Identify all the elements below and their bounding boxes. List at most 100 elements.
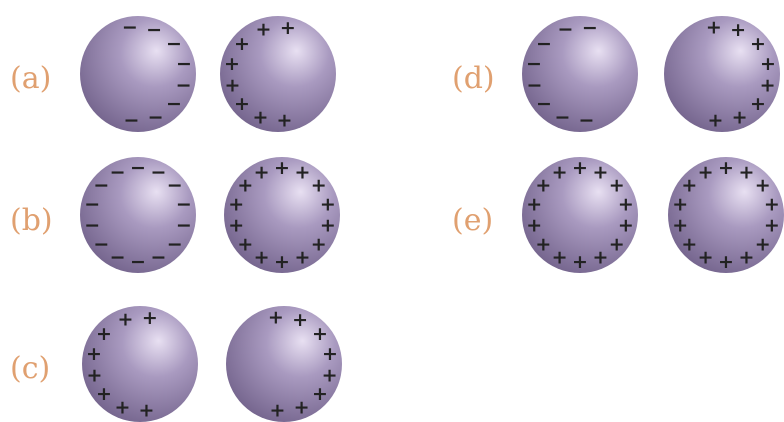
plus-charge-icon: + <box>718 157 734 179</box>
minus-charge-icon: − <box>558 18 574 40</box>
minus-charge-icon: − <box>166 93 182 115</box>
plus-charge-icon: + <box>552 162 568 184</box>
minus-charge-icon: − <box>526 53 542 75</box>
plus-charge-icon: + <box>572 251 588 273</box>
plus-charge-icon: + <box>681 175 697 197</box>
plus-charge-icon: + <box>718 251 734 273</box>
minus-charge-icon: − <box>579 110 595 132</box>
plus-charge-icon: + <box>294 397 310 419</box>
row-label: (e) <box>452 203 493 238</box>
plus-charge-icon: + <box>96 323 112 345</box>
plus-charge-icon: + <box>730 19 746 41</box>
row-d: (d)−−−−−−−−++++++++ <box>452 16 780 132</box>
minus-charge-icon: − <box>536 93 552 115</box>
plus-charge-icon: + <box>738 246 754 268</box>
minus-charge-icon: − <box>84 215 100 237</box>
row-label: (d) <box>452 61 495 96</box>
plus-charge-icon: + <box>237 175 253 197</box>
plus-charge-icon: + <box>750 93 766 115</box>
plus-charge-icon: + <box>254 162 270 184</box>
plus-charge-icon: + <box>760 53 776 75</box>
plus-charge-icon: + <box>292 309 308 331</box>
plus-charge-icon: + <box>732 107 748 129</box>
plus-charge-icon: + <box>681 233 697 255</box>
minus-charge-icon: − <box>150 162 166 184</box>
plus-charge-icon: + <box>280 17 296 39</box>
minus-charge-icon: − <box>110 246 126 268</box>
row-label: (a) <box>10 61 51 96</box>
minus-charge-icon: − <box>176 53 192 75</box>
plus-charge-icon: + <box>139 400 155 422</box>
sphere: −−−−−−−−−−−−−− <box>80 157 196 273</box>
plus-charge-icon: + <box>311 233 327 255</box>
plus-charge-icon: + <box>312 323 328 345</box>
minus-charge-icon: − <box>124 110 140 132</box>
row-a: (a)−−−−−−−−++++++++ <box>10 16 336 132</box>
plus-charge-icon: + <box>118 308 134 330</box>
plus-charge-icon: + <box>535 233 551 255</box>
plus-charge-icon: + <box>234 93 250 115</box>
minus-charge-icon: − <box>150 246 166 268</box>
plus-charge-icon: + <box>237 233 253 255</box>
row-label: (c) <box>10 351 50 386</box>
sphere: ++++++++++++++ <box>224 157 340 273</box>
plus-charge-icon: + <box>277 110 293 132</box>
plus-charge-icon: + <box>142 307 158 329</box>
plus-charge-icon: + <box>618 194 634 216</box>
plus-charge-icon: + <box>86 343 102 365</box>
plus-charge-icon: + <box>592 162 608 184</box>
plus-charge-icon: + <box>672 215 688 237</box>
plus-charge-icon: + <box>609 233 625 255</box>
plus-charge-icon: + <box>706 17 722 39</box>
minus-charge-icon: − <box>176 194 192 216</box>
plus-charge-icon: + <box>294 162 310 184</box>
sphere: ++++++++++++++ <box>522 157 638 273</box>
plus-charge-icon: + <box>592 246 608 268</box>
minus-charge-icon: − <box>93 175 109 197</box>
plus-charge-icon: + <box>224 53 240 75</box>
minus-charge-icon: − <box>130 157 146 179</box>
minus-charge-icon: − <box>130 251 146 273</box>
plus-charge-icon: + <box>252 107 268 129</box>
minus-charge-icon: − <box>582 17 598 39</box>
row-c: (c)++++++++++++++++ <box>10 306 342 422</box>
plus-charge-icon: + <box>698 246 714 268</box>
plus-charge-icon: + <box>234 33 250 55</box>
plus-charge-icon: + <box>312 383 328 405</box>
sphere: ++++++++ <box>226 306 342 422</box>
minus-charge-icon: − <box>167 233 183 255</box>
minus-charge-icon: − <box>110 162 126 184</box>
plus-charge-icon: + <box>755 233 771 255</box>
sphere: −−−−−−−− <box>522 16 638 132</box>
minus-charge-icon: − <box>93 233 109 255</box>
plus-charge-icon: + <box>270 400 286 422</box>
minus-charge-icon: − <box>166 33 182 55</box>
minus-charge-icon: − <box>554 107 570 129</box>
plus-charge-icon: + <box>294 246 310 268</box>
plus-charge-icon: + <box>268 307 284 329</box>
sphere: ++++++++ <box>82 306 198 422</box>
plus-charge-icon: + <box>535 175 551 197</box>
plus-charge-icon: + <box>114 397 130 419</box>
plus-charge-icon: + <box>274 157 290 179</box>
plus-charge-icon: + <box>256 18 272 40</box>
plus-charge-icon: + <box>254 246 270 268</box>
row-label: (b) <box>10 203 53 238</box>
plus-charge-icon: + <box>228 194 244 216</box>
minus-charge-icon: − <box>146 19 162 41</box>
minus-charge-icon: − <box>536 33 552 55</box>
minus-charge-icon: − <box>148 107 164 129</box>
row-b: (b) −−−−−−−−−−−−−−++++++++++++++ <box>10 157 340 273</box>
plus-charge-icon: + <box>526 215 542 237</box>
plus-charge-icon: + <box>228 215 244 237</box>
sphere: −−−−−−−− <box>80 16 196 132</box>
plus-charge-icon: + <box>672 194 688 216</box>
plus-charge-icon: + <box>322 343 338 365</box>
plus-charge-icon: + <box>698 162 714 184</box>
plus-charge-icon: + <box>738 162 754 184</box>
minus-charge-icon: − <box>84 194 100 216</box>
plus-charge-icon: + <box>572 157 588 179</box>
sphere: ++++++++++++++ <box>668 157 784 273</box>
plus-charge-icon: + <box>526 194 542 216</box>
